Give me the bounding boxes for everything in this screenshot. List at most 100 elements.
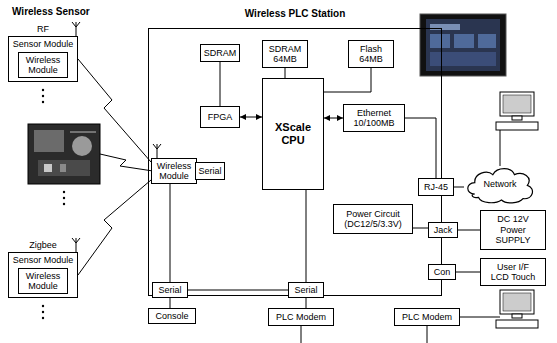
antenna-symbol <box>72 238 80 252</box>
user-interface: User I/F LCD Touch <box>480 258 546 286</box>
box-label: PLC Modem <box>402 312 452 322</box>
box-label: Wireless Module <box>19 271 67 292</box>
box-label: Serial <box>198 166 221 176</box>
text-wrap: Wireless Module <box>152 159 196 183</box>
connector-line <box>170 298 171 308</box>
text-wrap: Con <box>429 265 455 279</box>
text-wrap: PLC Modem <box>269 309 333 325</box>
box-label: DC 12V Power SUPPLY <box>493 214 533 245</box>
connector-line <box>285 68 286 78</box>
text-wrap: RJ-45 <box>419 179 453 195</box>
connector-line <box>78 59 151 162</box>
connector-line <box>324 118 343 119</box>
text-wrap: Power Circuit (DC12/5/3.3V) <box>334 205 412 233</box>
box-label: XScale CPU <box>271 121 315 146</box>
connector-line <box>324 68 371 92</box>
text-wrap: Jack <box>429 223 457 237</box>
connector-line <box>456 272 480 273</box>
connector-line <box>306 190 307 282</box>
wireless-module: Wireless Module <box>18 52 68 78</box>
cloud-shape <box>468 169 533 203</box>
text-wrap: Wireless Module <box>19 269 67 293</box>
cpu-box: XScale CPU <box>262 78 324 190</box>
group-heading: Wireless PLC Station <box>149 8 441 19</box>
box-label: Serial <box>158 285 181 295</box>
memory-box: SDRAM <box>200 44 240 62</box>
box-label: User I/F LCD Touch <box>489 262 537 283</box>
box-label: Con <box>434 267 451 277</box>
box-label: Flash 64MB <box>349 44 393 65</box>
text-wrap: Serial <box>153 283 187 297</box>
power-line <box>301 326 302 343</box>
text-wrap: XScale CPU <box>263 79 323 189</box>
text-wrap: FPGA <box>201 107 239 127</box>
box-label: RJ-45 <box>424 182 448 192</box>
fpga-box: FPGA <box>200 106 240 128</box>
network-wire <box>500 130 501 166</box>
connector-port: Con <box>428 264 456 280</box>
group-label: Sensor Module <box>9 255 77 265</box>
group-label: Sensor Module <box>9 39 77 49</box>
box-label: SDRAM 64MB <box>263 44 307 65</box>
box-label: Network <box>483 179 516 189</box>
plc-modem: PLC Modem <box>268 308 334 326</box>
box-label: SDRAM <box>204 48 237 58</box>
connector-line <box>454 187 464 188</box>
text-wrap: Serial <box>289 283 323 297</box>
connector-line <box>413 228 428 229</box>
box-label: Ethernet 10/100MB <box>344 108 404 129</box>
connector-line <box>306 298 307 308</box>
text-wrap: Network <box>464 164 536 204</box>
group-heading: Zigbee <box>0 240 87 250</box>
connector-line <box>170 184 171 282</box>
text-wrap: PLC Modem <box>395 309 459 325</box>
box-label: Wireless Module <box>19 55 67 76</box>
computer-icon <box>496 290 538 328</box>
text-wrap: Serial <box>196 163 224 179</box>
box-label: Wireless Module <box>152 161 196 182</box>
text-wrap: DC 12V Power SUPPLY <box>481 211 545 249</box>
serial-port: Serial <box>195 162 225 180</box>
lcd-touch-panel <box>420 14 506 76</box>
connector-line <box>220 62 221 106</box>
connector-line <box>458 230 480 231</box>
memory-box: SDRAM 64MB <box>262 40 308 68</box>
box-label: Serial <box>294 285 317 295</box>
power-circuit: Power Circuit (DC12/5/3.3V) <box>333 204 413 234</box>
section-label: Wireless Sensor <box>12 6 90 17</box>
group-heading: RF <box>0 24 87 34</box>
text-wrap: SDRAM 64MB <box>263 41 307 67</box>
serial-port: Serial <box>288 282 324 298</box>
text-wrap: Wireless Module <box>19 53 67 77</box>
box-label: Console <box>155 311 188 321</box>
text-wrap: Flash 64MB <box>349 41 393 67</box>
connector-port: RJ-45 <box>418 178 454 196</box>
box-label: Jack <box>434 225 453 235</box>
text-wrap: SDRAM <box>201 45 239 61</box>
plc-modem: PLC Modem <box>394 308 460 326</box>
connector-line <box>405 118 436 178</box>
serial-port: Serial <box>152 282 188 298</box>
wireless-module: Wireless Module <box>18 268 68 294</box>
box-label: Power Circuit (DC12/5/3.3V) <box>334 209 412 230</box>
connector-port: Jack <box>428 222 458 238</box>
text-wrap: Ethernet 10/100MB <box>344 105 404 131</box>
box-label: FPGA <box>208 112 233 122</box>
connector-line <box>78 180 151 275</box>
text-wrap: User I/F LCD Touch <box>481 259 545 285</box>
text-wrap: Console <box>149 309 195 323</box>
sensor-photo <box>28 124 100 184</box>
box-label: PLC Modem <box>276 312 326 322</box>
connector-line <box>188 290 288 291</box>
station-frame: Wireless PLC StationSDRAMFPGASDRAM 64MBX… <box>148 28 442 296</box>
memory-box: Flash 64MB <box>348 40 394 68</box>
antenna-symbol <box>153 144 161 158</box>
connector-line <box>240 117 262 118</box>
sensor-module: ZigbeeSensor ModuleWireless Module <box>8 252 78 298</box>
sensor-module: RFSensor ModuleWireless Module <box>8 36 78 82</box>
wireless-module: Wireless Module <box>151 158 197 184</box>
wireless-link <box>100 154 153 171</box>
console-box: Console <box>148 308 196 324</box>
computer-icon <box>496 92 538 130</box>
